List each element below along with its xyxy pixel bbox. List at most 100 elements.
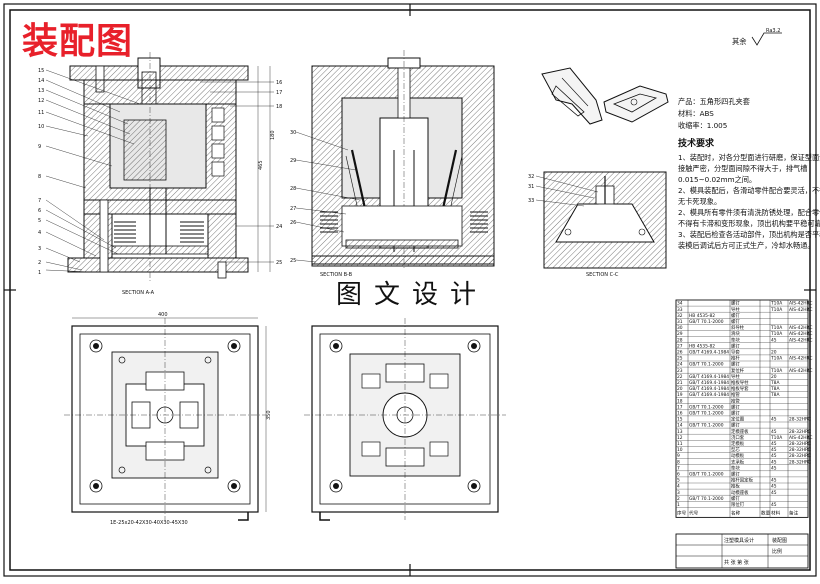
dim-main-w2: 180: [270, 130, 276, 140]
bom-cell-mat: 20: [771, 374, 777, 380]
callout-detail: 33: [528, 198, 534, 204]
bom-cell-name: 限位钉: [731, 501, 745, 508]
callout-left: 5: [38, 218, 41, 224]
callout-mid: 26: [290, 220, 296, 226]
bom-cell-no: 15: [677, 417, 683, 423]
title-block-scale: 比例: [772, 548, 782, 555]
bom-cell-name: 滑块: [731, 330, 740, 337]
bom-cell-name: 螺钉: [731, 361, 740, 368]
bom-cell-mat: T8A: [770, 392, 779, 398]
bom-cell-name: 推杆: [731, 355, 740, 362]
callout-right: 16: [276, 80, 282, 86]
bom-cell-note: 28-32HRC: [789, 459, 811, 465]
side-section-view: 30 29 28 27 26 25 SECTION B-B: [290, 50, 495, 278]
bom-cell-code: GB/T 4169.4-1984: [689, 386, 729, 392]
section-label-bb: SECTION B-B: [320, 272, 353, 278]
roughness-value: Ra3.2: [766, 28, 780, 34]
bom-cell-code: GB/T 70.1-2000: [689, 411, 724, 417]
bom-cell-code: GB/T 4169.4-1984: [689, 392, 729, 398]
bom-header-mat: 材料: [771, 509, 781, 516]
section-label-detail: SECTION C-C: [586, 272, 619, 278]
notes-heading: 技术要求: [678, 137, 715, 149]
bom-cell-name: 推板: [731, 483, 740, 490]
bom-cell-no: 31: [677, 319, 683, 325]
bom-cell-no: 24: [677, 362, 683, 368]
bom-cell-note: AIS-42HRC: [789, 307, 812, 313]
bom-cell-note: AIS-42HRC: [789, 325, 812, 331]
bom-cell-no: 25: [677, 356, 683, 362]
note-line: 1、装配时，对各分型面进行研磨，保证型面分型面: [678, 153, 820, 162]
bom-cell-no: 17: [677, 404, 683, 410]
bom-cell-mat: T10A: [770, 356, 782, 362]
bom-cell-code: HB 4535-82: [689, 343, 715, 349]
bom-cell-mat: T10A: [770, 301, 782, 307]
bom-cell-name: 螺钉: [731, 342, 740, 349]
bom-cell-mat: 45: [771, 417, 777, 423]
note-line: 接触严密，分型面间隙不得大于，排气槽: [678, 164, 807, 173]
bom-cell-code: GB/T 70.1-2000: [689, 423, 724, 429]
bom-cell-no: 7: [677, 465, 680, 471]
bom-cell-note: AIS-42HRC: [789, 301, 812, 307]
bom-cell-name: 螺钉: [731, 471, 740, 478]
bom-cell-no: 6: [677, 472, 680, 478]
callout-mid: 28: [290, 186, 296, 192]
main-section-view: 465 180 SECTION A-A: [67, 52, 276, 296]
title-block-sheet: 共 张 第 张: [724, 559, 749, 566]
bom-cell-no: 27: [677, 343, 683, 349]
callout-detail: 31: [528, 184, 534, 190]
bom-cell-code: GB/T 70.1-2000: [689, 472, 724, 478]
callout-left: 4: [38, 230, 41, 236]
bom-cell-no: 26: [677, 350, 683, 356]
bom-cell-no: 4: [677, 484, 680, 490]
bom-cell-mat: 45: [771, 502, 777, 508]
bom-cell-no: 23: [677, 368, 683, 374]
callout-mid: 29: [290, 158, 296, 164]
callout-left: 15: [38, 68, 44, 74]
bom-cell-no: 33: [677, 307, 683, 313]
bom-cell-code: GB/T 70.1-2000: [689, 319, 724, 325]
bom-cell-mat: 45: [771, 337, 777, 343]
bom-cell-mat: 45: [771, 441, 777, 447]
bom-cell-mat: 45: [771, 490, 777, 496]
dim-plan-width: 400: [158, 312, 168, 318]
dim-plan-height: 350: [266, 410, 272, 420]
callout-left: 11: [38, 110, 44, 116]
bom-cell-no: 1: [677, 502, 680, 508]
callout-detail: 32: [528, 174, 534, 180]
design-banner: 图文设计: [336, 280, 489, 310]
bom-cell-mat: 45: [771, 484, 777, 490]
bom-cell-name: 螺钉: [731, 422, 740, 429]
bom-cell-name: 导柱: [731, 373, 740, 380]
bom-cell-mat: 45: [771, 459, 777, 465]
material-line: 材料：ABS: [678, 109, 714, 118]
callout-left: 7: [38, 198, 41, 204]
bom-cell-mat: 45: [771, 465, 777, 471]
note-line: 3、装配后检查各活动部件，顶出机构是否平稳顺畅: [678, 230, 820, 239]
detail-section-view: 32 31 33 SECTION C-C: [528, 171, 667, 278]
product-line: 产品：五角形四孔夹套: [678, 97, 750, 106]
bom-cell-no: 14: [677, 423, 683, 429]
bom-cell-no: 13: [677, 429, 683, 435]
note-line: 无卡死现象。: [678, 197, 721, 206]
bom-cell-no: 34: [677, 301, 683, 307]
callout-left: 14: [38, 78, 44, 84]
bom-cell-no: 9: [677, 453, 680, 459]
bom-cell-no: 30: [677, 325, 683, 331]
bom-cell-mat: T8A: [770, 386, 779, 392]
callout-left: 6: [38, 208, 41, 214]
bom-cell-mat: T10A: [770, 325, 782, 331]
bom-cell-note: 28-32HRC: [789, 417, 811, 423]
note-line: 2、模具所有零件须有清洗防锈处理，配合零件: [678, 208, 820, 217]
bom-cell-mat: T10A: [770, 331, 782, 337]
part-isometric-views: [541, 67, 669, 125]
bom-cell-name: 推板导柱: [731, 379, 749, 386]
bom-cell-code: GB/T 4169.4-1984: [689, 380, 729, 386]
title-block-drawing: 装配图: [772, 537, 787, 544]
plan-dimension-note: 1E-25x20-42X30-40X30-45X30: [110, 520, 188, 526]
bom-cell-name: 推板导套: [731, 385, 749, 392]
bom-cell-no: 22: [677, 374, 683, 380]
bom-cell-no: 19: [677, 392, 683, 398]
bom-cell-note: AIS-42HRC: [789, 331, 812, 337]
